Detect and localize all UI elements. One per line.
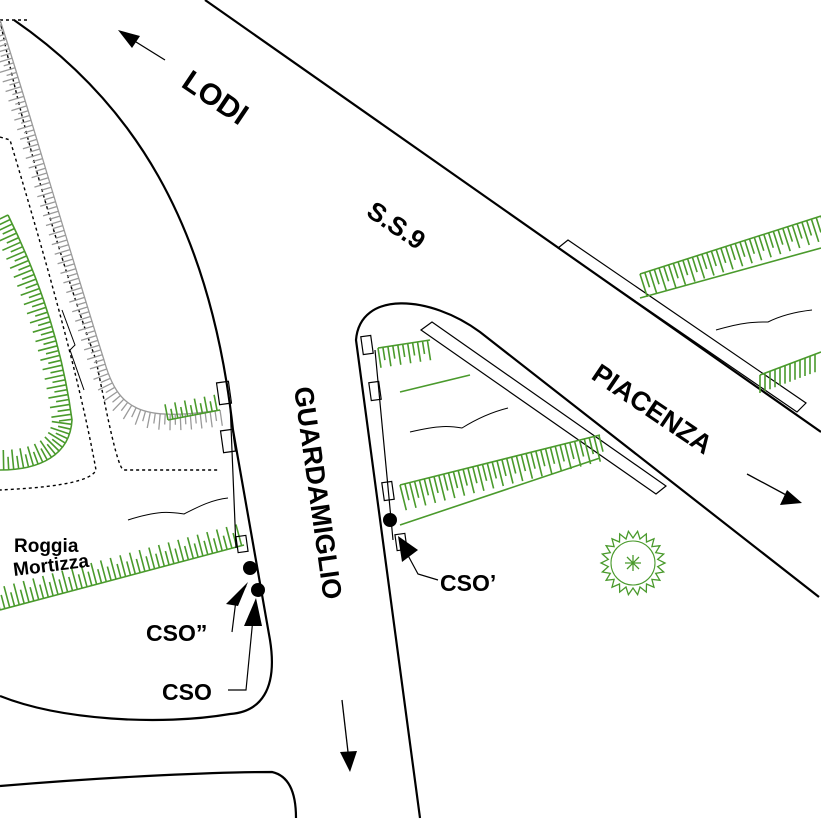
- map-labels: LODI S.S.9 PIACENZA GUARDAMIGLIO Roggia …: [12, 64, 718, 705]
- outfall-boxes: [215, 334, 408, 554]
- label-ss9: S.S.9: [362, 195, 431, 255]
- label-guardamiglio: GUARDAMIGLIO: [288, 385, 348, 602]
- cso-markers: [226, 513, 439, 691]
- label-cso-prime: CSO’: [440, 570, 496, 596]
- direction-arrows: [118, 30, 802, 772]
- bridges: [419, 239, 807, 495]
- label-lodi: LODI: [176, 64, 254, 131]
- arrow-icon: [340, 699, 357, 772]
- flow-lines: [61, 309, 813, 521]
- arrow-icon: [746, 473, 802, 505]
- label-roggia: Roggia: [14, 536, 79, 557]
- outfall-dot-icon: [243, 561, 257, 575]
- label-cso: CSO: [162, 679, 212, 705]
- vegetation: [0, 19, 821, 611]
- arrow-icon: [118, 30, 166, 61]
- tree-icon: [599, 529, 667, 597]
- label-cso-double: CSO”: [146, 620, 207, 646]
- outfall-dot-icon: [251, 583, 265, 597]
- outfall-dot-icon: [383, 513, 397, 527]
